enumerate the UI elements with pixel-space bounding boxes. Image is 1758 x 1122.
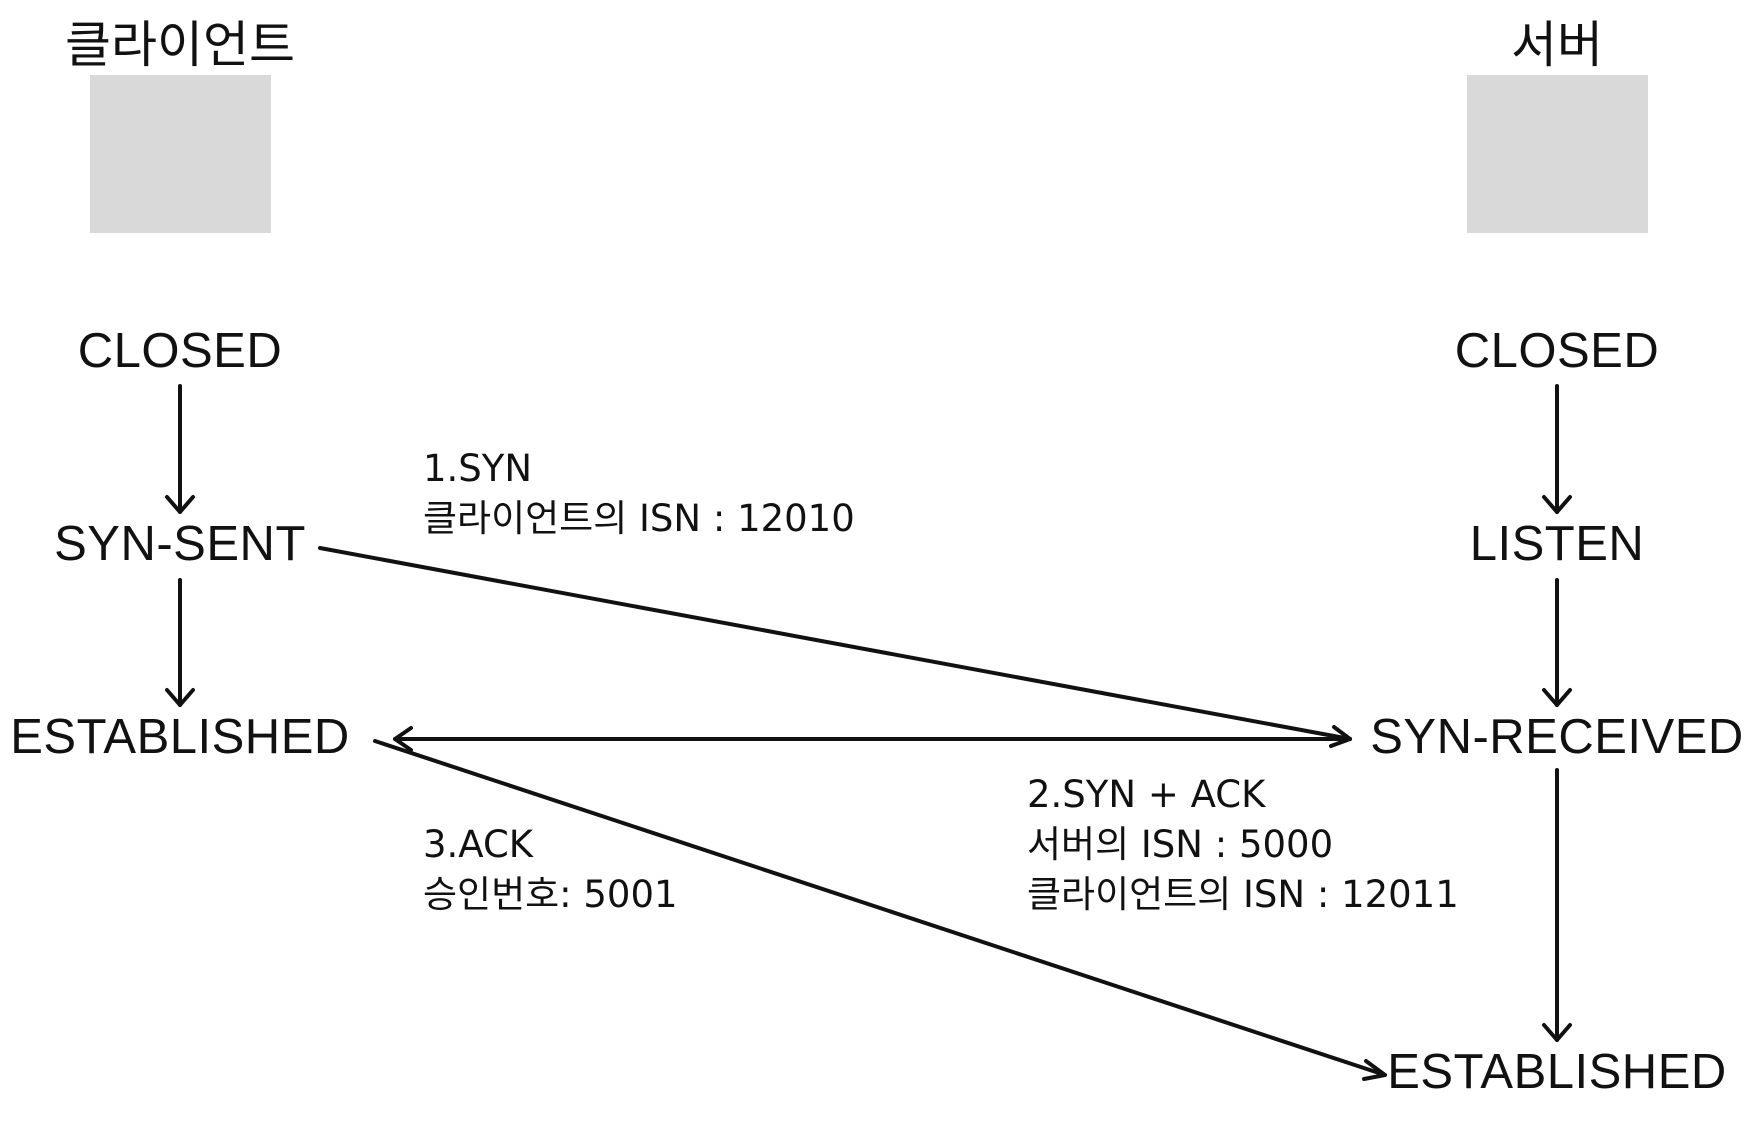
syn-message-label: 1.SYN 클라이언트의 ISN : 12010 — [423, 444, 855, 544]
client-state-closed: CLOSED — [77, 324, 283, 378]
server-state-listen: LISTEN — [1469, 517, 1645, 571]
server-title: 서버 — [1511, 16, 1603, 74]
server-state-established: ESTABLISHED — [1387, 1045, 1727, 1099]
server-state-closed: CLOSED — [1454, 324, 1660, 378]
ack-message-title: 3.ACK — [423, 823, 534, 866]
syn-arrow — [318, 546, 1352, 748]
syn-ack-message-server-isn: 서버의 ISN : 5000 — [1027, 823, 1334, 866]
server-closed-to-listen-arrow — [1542, 384, 1572, 514]
syn-ack-arrow — [393, 726, 1352, 752]
client-state-syn-sent: SYN-SENT — [54, 517, 306, 571]
syn-ack-message-title: 2.SYN + ACK — [1027, 773, 1266, 816]
client-closed-to-syn-sent-arrow — [165, 384, 195, 514]
syn-message-client-isn: 클라이언트의 ISN : 12010 — [423, 497, 855, 540]
client-state-established: ESTABLISHED — [10, 710, 350, 764]
syn-ack-message-client-isn: 클라이언트의 ISN : 12011 — [1027, 873, 1459, 916]
server-box — [1467, 75, 1648, 233]
server-state-syn-received: SYN-RECEIVED — [1370, 710, 1744, 764]
server-listen-to-syn-received-arrow — [1542, 578, 1572, 707]
client-syn-sent-to-established-arrow — [165, 578, 195, 707]
ack-message-ack-number: 승인번호: 5001 — [423, 873, 678, 916]
syn-message-title: 1.SYN — [423, 447, 533, 490]
ack-message-label: 3.ACK 승인번호: 5001 — [423, 820, 678, 920]
syn-ack-message-label: 2.SYN + ACK 서버의 ISN : 5000 클라이언트의 ISN : … — [1027, 770, 1459, 920]
ack-arrow — [373, 739, 1387, 1081]
client-title: 클라이언트 — [65, 16, 295, 74]
client-box — [90, 75, 271, 233]
server-syn-received-to-established-arrow — [1542, 768, 1572, 1042]
